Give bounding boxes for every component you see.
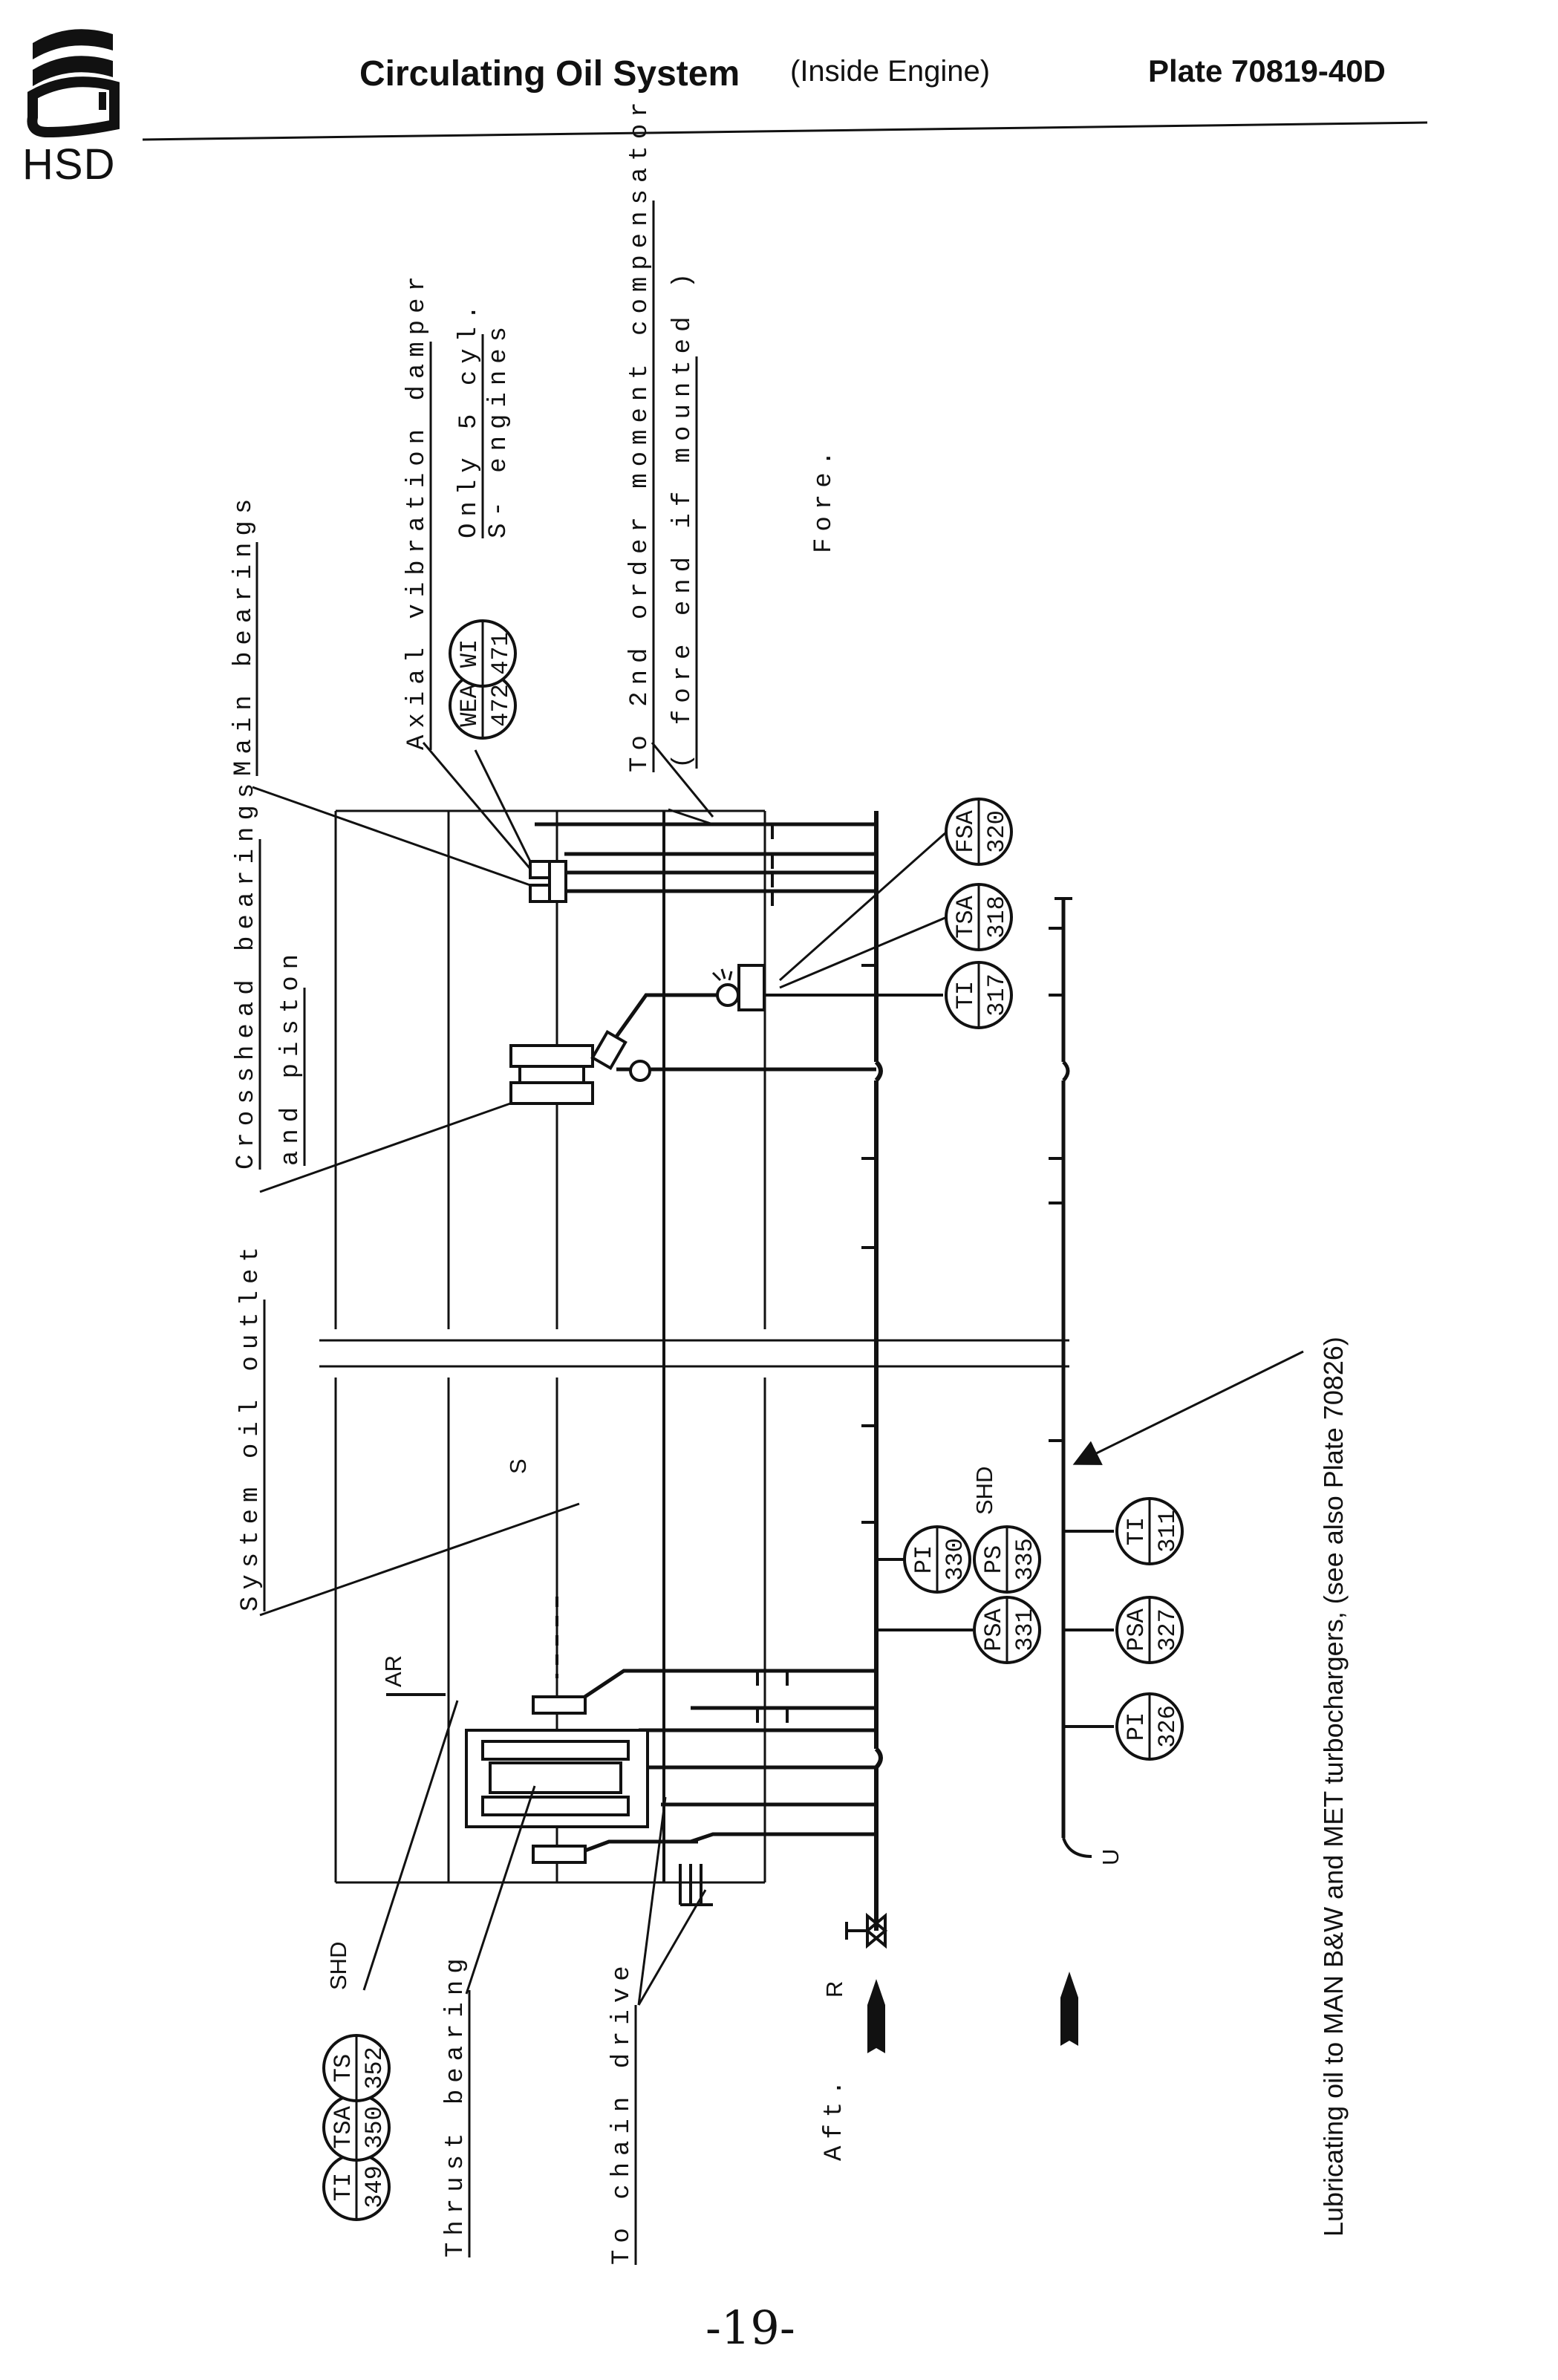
label-s: S bbox=[505, 1458, 531, 1474]
label-and-piston: and piston bbox=[277, 948, 305, 1166]
label-second-order-compensator: To 2nd order moment compensator bbox=[626, 95, 654, 772]
instrument-number: 318 bbox=[983, 896, 1011, 939]
label-only-5-cyl: Only 5 cyl. bbox=[455, 299, 483, 538]
instrument-code: PI bbox=[910, 1545, 938, 1574]
instrument-code: TI bbox=[330, 2173, 357, 2201]
crosshead-bearing-symbol bbox=[509, 1029, 651, 1105]
instrument-code: PI bbox=[1123, 1712, 1150, 1741]
instrument-number: 331 bbox=[1011, 1608, 1039, 1652]
instrument-number: 335 bbox=[1011, 1538, 1039, 1581]
page-number: -19- bbox=[705, 2301, 795, 2355]
label-fore: Fore. bbox=[810, 444, 838, 553]
instrument-code: TSA bbox=[330, 2105, 357, 2148]
header-rule bbox=[142, 121, 1428, 141]
instrument-number: 349 bbox=[361, 2165, 388, 2208]
instrument-number: 352 bbox=[361, 2047, 388, 2090]
pipe-stubs bbox=[756, 824, 1063, 1723]
engine-outline bbox=[319, 809, 1069, 1884]
label-shd-lower: SHD bbox=[325, 1942, 351, 1990]
label-underlines bbox=[255, 200, 698, 2265]
page-subtitle: (Inside Engine) bbox=[790, 55, 991, 88]
instrument-code: WI bbox=[456, 639, 483, 668]
label-u: U bbox=[1098, 1849, 1124, 1865]
temperature-flow-junction bbox=[711, 964, 766, 1011]
instrument-number: 330 bbox=[942, 1538, 969, 1581]
label-main-bearings: Main bearings bbox=[230, 492, 258, 776]
inlet-valve-symbol bbox=[845, 1912, 888, 1949]
u-return-hook bbox=[1062, 1837, 1092, 1858]
instrument-number: 326 bbox=[1154, 1705, 1181, 1748]
axial-vibration-damper bbox=[529, 860, 567, 903]
instrument-number: 317 bbox=[983, 974, 1011, 1017]
flow-arrow-main-icon bbox=[867, 1979, 885, 2005]
label-crosshead-bearings: Crosshead bearings bbox=[232, 777, 261, 1170]
hsd-logo-icon bbox=[27, 29, 120, 138]
instrument-code: TSA bbox=[952, 895, 980, 938]
instrument-code: TS bbox=[330, 2054, 357, 2082]
instrument-number: 471 bbox=[487, 632, 515, 675]
instrument-code: TI bbox=[1123, 1517, 1150, 1545]
label-to-chain-drive: To chain drive bbox=[608, 1959, 636, 2265]
inlet-flow-arrows bbox=[867, 1972, 1078, 2053]
page-title: Circulating Oil System bbox=[359, 54, 740, 94]
label-system-oil-outlet: System oil outlet bbox=[237, 1240, 265, 1611]
instrument-code: WEA bbox=[456, 683, 483, 726]
instrument-code: PSA bbox=[980, 1608, 1008, 1651]
label-thrust-bearing: Thrust bearing bbox=[442, 1952, 470, 2257]
label-ar: AR bbox=[380, 1655, 406, 1687]
instrument-code: TI bbox=[952, 981, 980, 1009]
brand-name: HSD bbox=[22, 140, 116, 189]
plate-number: Plate 70819-40D bbox=[1148, 53, 1386, 88]
label-shd-upper: SHD bbox=[971, 1467, 997, 1515]
instrument-code: FSA bbox=[952, 809, 980, 852]
instrument-number: 320 bbox=[983, 810, 1011, 853]
label-fore-end-if-mounted: ( fore end if mounted ) bbox=[669, 267, 697, 769]
instrument-code: PS bbox=[980, 1545, 1008, 1574]
instrument-code: PSA bbox=[1123, 1608, 1150, 1651]
instrument-number: 327 bbox=[1154, 1608, 1181, 1652]
instrument-number: 472 bbox=[487, 684, 515, 727]
instrument-number: 311 bbox=[1154, 1510, 1181, 1553]
thrust-bearing-symbol bbox=[465, 1695, 649, 1864]
label-turbocharger-lubrication: Lubricating oil to MAN B&W and MET turbo… bbox=[1318, 1337, 1349, 2237]
label-r: R bbox=[821, 1981, 847, 1998]
leader-lines bbox=[252, 742, 1304, 2006]
oil-pipes bbox=[535, 808, 1114, 1931]
label-s-engines: S- engines bbox=[485, 320, 513, 538]
instrument-number: 350 bbox=[361, 2106, 388, 2149]
flow-arrow-turbo-icon bbox=[1060, 1972, 1078, 1998]
label-aft: Aft. bbox=[821, 2073, 849, 2161]
label-axial-vibration-damper: Axial vibration damper bbox=[403, 270, 431, 750]
